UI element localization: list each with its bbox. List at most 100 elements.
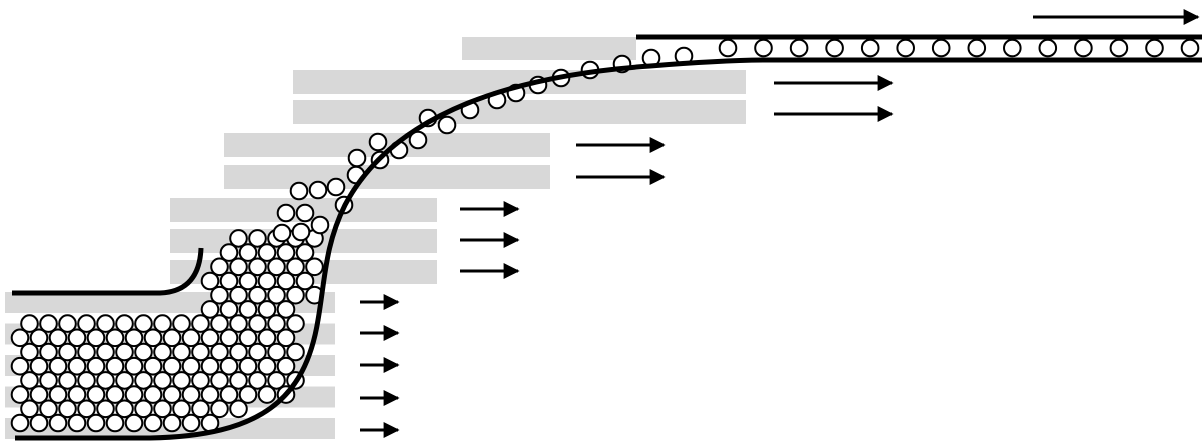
- particle-packed-14: [58, 399, 77, 419]
- velocity-band-stage-4-2: [293, 100, 746, 124]
- particle-packed-21: [191, 399, 210, 419]
- particle-packed-5: [86, 413, 106, 433]
- particle-packed-101: [58, 314, 77, 333]
- particle-packed-107: [172, 314, 191, 333]
- particle-packed-59: [105, 356, 125, 376]
- particle-stream-12: [368, 132, 388, 152]
- particle-packed-93: [181, 328, 201, 348]
- particle-packed-102: [77, 314, 96, 333]
- particle-packed-2: [29, 413, 49, 433]
- lower-wall-curve: [15, 57, 1202, 441]
- particle-packed-13: [39, 399, 58, 419]
- particle-packed-3: [48, 413, 68, 433]
- particle-packed-103: [96, 314, 115, 333]
- particle-packed-120: [229, 285, 248, 305]
- velocity-band-stage-3-2: [224, 165, 550, 189]
- particle-packed-30: [124, 385, 144, 404]
- particle-packed-9: [162, 413, 182, 433]
- particle-stream-15: [408, 130, 428, 150]
- particle-packed-112: [267, 314, 286, 333]
- particle-packed-26: [48, 385, 68, 404]
- particle-packed-62: [162, 356, 182, 376]
- particle-packed-71: [58, 342, 77, 362]
- particle-packed-8: [143, 413, 163, 433]
- particle-packed-16: [96, 399, 115, 419]
- particle-packed-23: [229, 399, 248, 419]
- particle-packed-56: [48, 356, 68, 376]
- particle-packed-130: [295, 271, 315, 291]
- particle-packed-66: [238, 356, 258, 376]
- particle-stream-1: [276, 203, 296, 223]
- particle-stream-4: [291, 222, 311, 242]
- particle-packed-79: [210, 342, 229, 362]
- particle-packed-141: [295, 243, 315, 262]
- particle-packed-75: [134, 342, 153, 362]
- particle-packed-22: [210, 399, 229, 419]
- particle-packed-84: [10, 328, 30, 348]
- particle-packed-25: [29, 385, 49, 404]
- particle-packed-39: [20, 371, 39, 390]
- particle-packed-65: [219, 356, 239, 376]
- channel-walls: [12, 34, 1202, 441]
- particle-packed-140: [276, 243, 296, 262]
- particle-packed-104: [115, 314, 134, 333]
- particle-packed-50: [229, 371, 248, 390]
- particle-channel-13: [1145, 38, 1164, 58]
- particle-packed-18: [134, 399, 153, 419]
- particle-packed-138: [238, 243, 258, 262]
- particle-packed-91: [143, 328, 163, 348]
- particle-packed-134: [267, 257, 286, 277]
- particle-packed-105: [134, 314, 153, 333]
- particle-stream-3: [272, 223, 292, 243]
- particle-packed-115: [219, 300, 239, 319]
- particle-packed-12: [20, 399, 39, 419]
- particle-packed-55: [29, 356, 49, 376]
- particle-packed-47: [172, 371, 191, 390]
- particle-stream-8: [308, 180, 328, 200]
- particle-packed-106: [153, 314, 172, 333]
- particle-packed-132: [229, 257, 248, 277]
- particle-packed-123: [286, 285, 305, 305]
- particle-packed-10: [181, 413, 201, 433]
- particle-packed-126: [219, 271, 239, 291]
- particle-packed-46: [153, 371, 172, 390]
- particle-packed-43: [96, 371, 115, 390]
- particle-packed-117: [257, 300, 277, 319]
- particle-packed-76: [153, 342, 172, 362]
- particle-packed-88: [86, 328, 106, 348]
- particle-packed-119: [210, 285, 229, 305]
- particle-packed-96: [238, 328, 258, 348]
- particle-channel-3: [789, 38, 809, 58]
- particle-packed-82: [267, 342, 286, 362]
- particle-packed-94: [200, 328, 220, 348]
- particle-packed-139: [257, 243, 277, 262]
- particle-packed-121: [248, 285, 267, 305]
- particle-packed-15: [77, 399, 96, 419]
- particle-channel-7: [931, 38, 951, 58]
- particle-packed-51: [248, 371, 267, 390]
- particle-packed-34: [200, 385, 220, 404]
- particle-stream-2: [295, 203, 315, 223]
- particle-packed-6: [105, 413, 125, 433]
- particle-packed-136: [305, 257, 324, 277]
- particle-packed-128: [257, 271, 277, 291]
- particle-packed-40: [39, 371, 58, 390]
- particle-channel-9: [1003, 38, 1022, 58]
- particle-packed-19: [153, 399, 172, 419]
- particle-packed-70: [39, 342, 58, 362]
- particle-packed-135: [286, 257, 305, 277]
- particle-channel-12: [1109, 38, 1129, 58]
- particle-packed-69: [20, 342, 39, 362]
- particle-packed-131: [210, 257, 229, 277]
- particle-packed-37: [257, 385, 277, 404]
- particle-packed-28: [86, 385, 106, 404]
- particle-packed-83: [286, 342, 305, 362]
- particle-packed-45: [134, 371, 153, 390]
- particle-packed-44: [115, 371, 134, 390]
- particle-packed-87: [67, 328, 87, 348]
- particle-packed-133: [248, 257, 267, 277]
- particle-channel-4: [825, 38, 844, 58]
- velocity-arrows: [360, 9, 1200, 438]
